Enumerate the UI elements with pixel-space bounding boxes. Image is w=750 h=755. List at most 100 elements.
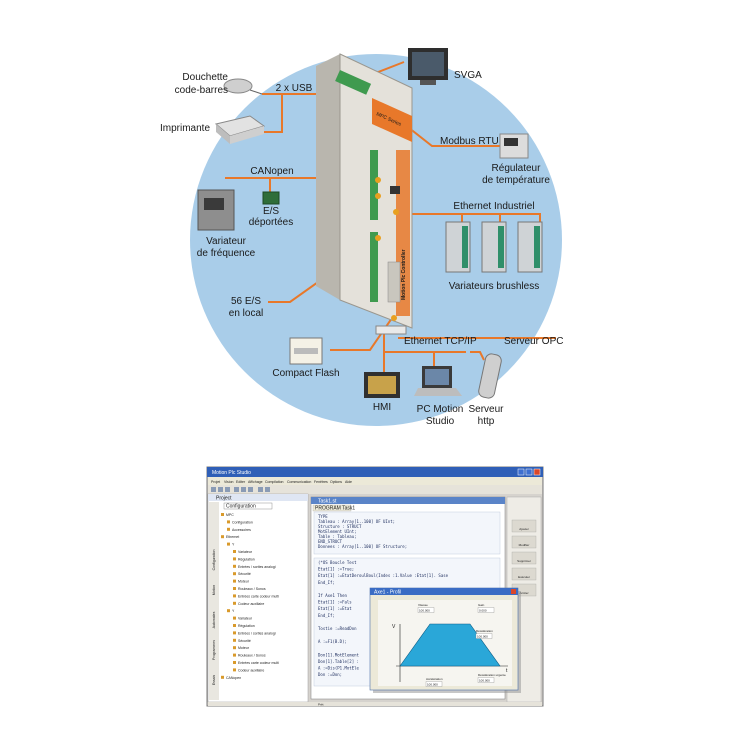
toolbar-run-icon[interactable]: [265, 487, 270, 492]
tree-item[interactable]: Accessoires: [232, 528, 251, 532]
brushless-stripe-2: [498, 226, 504, 268]
tree-item[interactable]: Sécurité: [238, 572, 251, 576]
side-button[interactable]: [511, 519, 537, 533]
tree-item[interactable]: Variateur: [238, 617, 253, 621]
tree-item[interactable]: Entrées carte codeur multi: [238, 594, 279, 598]
toolbar-cut-icon[interactable]: [234, 487, 239, 492]
toolbar-paste-icon[interactable]: [248, 487, 253, 492]
frequency-drive: [197, 189, 235, 231]
drive-panel: [204, 198, 224, 210]
code-line: MotElement UInt;: [318, 529, 357, 534]
tree-item[interactable]: Sécurité: [238, 639, 251, 643]
dialog-field-label: Vitesse: [418, 603, 428, 607]
motion-plc-label: Motion Plc Controller: [401, 249, 407, 300]
code-line: Etat[1] :=Etat: [318, 606, 352, 611]
terminal-blocks: [335, 69, 378, 302]
close-button[interactable]: [533, 468, 541, 476]
side-button[interactable]: [511, 567, 537, 581]
toolbar-build-icon[interactable]: [258, 487, 263, 492]
toolbar-save-icon[interactable]: [225, 487, 230, 492]
menu-item[interactable]: Aide: [345, 480, 352, 484]
tree-node-icon: [233, 557, 236, 561]
code-line: (*OS Boucle Test: [318, 560, 357, 565]
tree-item[interactable]: Rouleaux / Sonos: [238, 654, 266, 658]
tree-node-icon: [233, 579, 236, 583]
label-56es-1: 56 E/S: [231, 296, 261, 307]
dialog-field-input[interactable]: [417, 607, 435, 613]
barcode-scanner-device: [223, 78, 263, 95]
led-4: [375, 235, 381, 241]
menu-item[interactable]: Options: [330, 480, 342, 484]
menu-item[interactable]: Fenêtres: [314, 480, 328, 484]
tree-item[interactable]: Codeur auxiliaire: [238, 668, 264, 672]
side-button[interactable]: [511, 551, 537, 565]
side-tab[interactable]: Configuration: [212, 550, 216, 571]
monitor-screen: [412, 52, 444, 76]
tree-item[interactable]: Moteur: [238, 646, 250, 650]
menu-item[interactable]: Communication: [287, 480, 311, 484]
tree-item[interactable]: Variateur: [238, 550, 253, 554]
dialog-field-input[interactable]: [477, 677, 495, 683]
code-block-1[interactable]: [313, 511, 501, 555]
label-es: E/S: [263, 206, 279, 217]
menu-item[interactable]: Vision: [224, 480, 234, 484]
label-imprimante: Imprimante: [160, 123, 210, 134]
side-button-label: Supprimer: [517, 559, 531, 563]
label-ethernet-industriel: Ethernet Industriel: [453, 201, 534, 212]
tree-item[interactable]: Moteur: [238, 580, 250, 584]
led-2: [375, 193, 381, 199]
dialog-titlebar[interactable]: [370, 588, 518, 595]
tree-item[interactable]: Régulation: [238, 624, 255, 628]
dialog-field-label: Décélération urgente: [478, 673, 506, 677]
printer-front: [216, 124, 230, 144]
toolbar-open-icon[interactable]: [218, 487, 223, 492]
tree-item[interactable]: Rouleaux / Sonos: [238, 587, 266, 591]
side-tab[interactable]: Motion: [212, 585, 216, 596]
maximize-button[interactable]: [525, 468, 533, 476]
dialog-field-input[interactable]: [475, 633, 493, 639]
configuration-combo[interactable]: [223, 502, 273, 510]
tree-item[interactable]: Y: [232, 609, 235, 613]
code-line: Structure : STRUCT: [318, 524, 362, 529]
side-tab[interactable]: Essais: [212, 675, 216, 686]
project-panel-title: Project: [216, 496, 232, 502]
window-titlebar[interactable]: [207, 467, 543, 477]
menu-item[interactable]: Affichage: [248, 480, 263, 484]
menu-item[interactable]: Projet: [211, 480, 220, 484]
toolbar-copy-icon[interactable]: [241, 487, 246, 492]
menu-bar: [208, 477, 542, 485]
tree-item[interactable]: Ethernet: [226, 535, 239, 539]
tree-item[interactable]: Configuration: [232, 520, 253, 524]
tree-item[interactable]: Régulation: [238, 557, 255, 561]
minimize-button[interactable]: [517, 468, 525, 476]
editor-titlebar[interactable]: [311, 497, 505, 504]
label-hmi: HMI: [373, 402, 391, 413]
side-button[interactable]: [511, 535, 537, 549]
dialog-field-value: 100.000: [427, 682, 438, 686]
scanner-cable: [249, 89, 263, 95]
compact-flash-card: [289, 337, 323, 365]
tree-item[interactable]: CANopen: [226, 676, 241, 680]
side-tab[interactable]: Automates: [212, 611, 216, 628]
tree-item[interactable]: Entrées carte codeur multi: [238, 661, 279, 665]
menu-item[interactable]: Editer: [236, 480, 246, 484]
tree-node-icon: [233, 661, 236, 664]
side-tab[interactable]: Programmes: [212, 640, 216, 660]
editor-tab[interactable]: [312, 504, 352, 512]
label-douchette: Douchette: [182, 72, 228, 83]
tree-item[interactable]: Codeur auxiliaire: [238, 602, 264, 606]
tree-item[interactable]: Entrées / sorties analogi: [238, 631, 276, 635]
tree-node-icon: [227, 527, 230, 531]
menu-item[interactable]: Compilation: [265, 480, 284, 484]
diagram-labels: Douchette code-barres 2 x USB SVGA Impri…: [160, 70, 563, 427]
toolbar-new-icon[interactable]: [211, 487, 216, 492]
tree-item[interactable]: Y: [232, 543, 235, 547]
tree-item[interactable]: Entrées / sorties analogi: [238, 565, 276, 569]
dialog-field-input[interactable]: [477, 607, 495, 613]
dialog-field-value: 100.000: [419, 608, 430, 612]
dialog-field-input[interactable]: [425, 681, 443, 687]
hmi-screen: [368, 376, 396, 394]
profile-dialog: Axe1 - Profil V t Vitesse100.000Gain0.00…: [369, 587, 521, 693]
dialog-close-button[interactable]: [511, 589, 516, 594]
tree-item[interactable]: MPC: [226, 513, 234, 517]
